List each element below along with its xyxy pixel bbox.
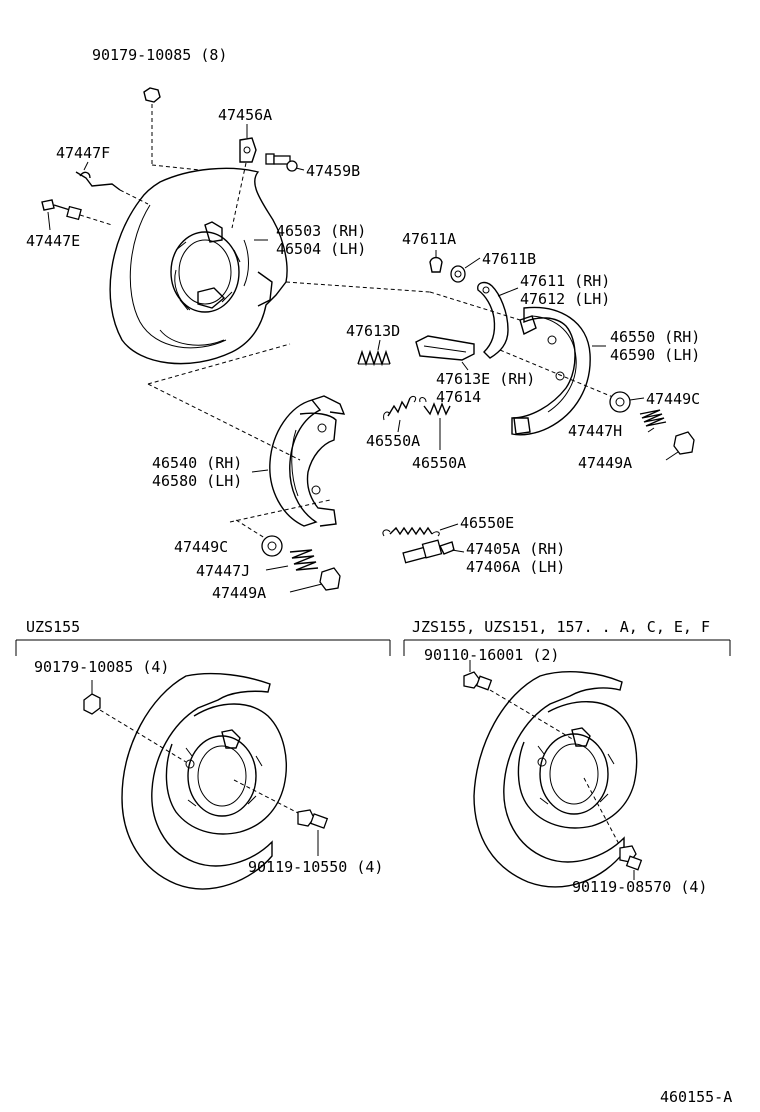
callout-47447J: 47447J (196, 562, 250, 580)
bolt-47459B (265, 153, 305, 172)
strut-47613 (415, 335, 475, 371)
callout-46550-rh: 46550 (RH) (610, 328, 700, 346)
spring-46550E (382, 523, 459, 537)
washer-47449C-right (609, 391, 645, 413)
callout-47611-rh: 47611 (RH) (520, 272, 610, 290)
lever-47611 (477, 281, 519, 359)
washer-47449C-left (261, 535, 283, 557)
bolt-right-90110 (463, 660, 575, 741)
callout-90179-10085-4: 90179-10085 (4) (34, 658, 169, 676)
spring-47613D (357, 339, 391, 367)
bolt-left-90119 (233, 779, 329, 856)
callout-47612-lh: 47612 (LH) (520, 290, 610, 308)
callout-47614: 47614 (436, 388, 481, 406)
section-title-uzs155: UZS155 (26, 618, 80, 636)
callout-47449C-left: 47449C (174, 538, 228, 556)
callout-46550A-b: 46550A (412, 454, 466, 472)
section-bracket-right (403, 639, 731, 656)
pin-47447E (41, 199, 113, 231)
bracket-47456A (231, 124, 257, 229)
callout-46580-lh: 46580 (LH) (152, 472, 242, 490)
section-bracket-left (15, 639, 391, 656)
clip-47447F (75, 161, 149, 205)
spring-46550A-a (383, 395, 417, 433)
washer-47611B (450, 257, 481, 283)
shoe-46550 (511, 306, 606, 436)
adjuster-47405A (402, 539, 465, 564)
callout-46550E: 46550E (460, 514, 514, 532)
callout-47447H: 47447H (568, 422, 622, 440)
spring-47447H (639, 409, 667, 433)
callout-47447F: 47447F (56, 144, 110, 162)
callout-47447E: 47447E (26, 232, 80, 250)
backing-plate-uzs155 (121, 672, 287, 890)
callout-90119-08570-4: 90119-08570 (4) (572, 878, 707, 896)
callout-46550A-a: 46550A (366, 432, 420, 450)
shoe-46540 (251, 395, 346, 527)
nut-90179-10085 (143, 87, 201, 171)
callout-47613D: 47613D (346, 322, 400, 340)
callout-46540-rh: 46540 (RH) (152, 454, 242, 472)
backing-plate-46503 (109, 167, 288, 365)
callout-90110-16001-2: 90110-16001 (2) (424, 646, 559, 664)
callout-90119-10550-4: 90119-10550 (4) (248, 858, 383, 876)
callout-47611A: 47611A (402, 230, 456, 248)
callout-47611B: 47611B (482, 250, 536, 268)
assembly-lines (147, 281, 621, 541)
spring-47447J (265, 549, 319, 571)
figure-id: 460155-A (660, 1088, 732, 1106)
callout-47449C-right: 47449C (646, 390, 700, 408)
callout-90179-10085-8: 90179-10085 (8) (92, 46, 227, 64)
callout-47449A-right: 47449A (578, 454, 632, 472)
backing-plate-jzs155 (473, 671, 638, 888)
section-title-jzs155: JZS155, UZS151, 157. . A, C, E, F (412, 618, 710, 636)
callout-47613E-rh: 47613E (RH) (436, 370, 535, 388)
callout-46503-rh: 46503 (RH) (276, 222, 366, 240)
callout-46504-lh: 46504 (LH) (276, 240, 366, 258)
nut-left-90179 (83, 680, 187, 763)
cup-47449A-right (665, 431, 695, 461)
callout-47449A-left: 47449A (212, 584, 266, 602)
callout-47405A-rh: 47405A (RH) (466, 540, 565, 558)
callout-46590-lh: 46590 (LH) (610, 346, 700, 364)
callout-47456A: 47456A (218, 106, 272, 124)
clip-47611A (429, 250, 443, 273)
callout-47406A-lh: 47406A (LH) (466, 558, 565, 576)
spring-46550A-b (419, 397, 451, 450)
bolt-right-90119 (583, 777, 643, 880)
callout-47459B: 47459B (306, 162, 360, 180)
cup-47449A-left (289, 567, 341, 593)
